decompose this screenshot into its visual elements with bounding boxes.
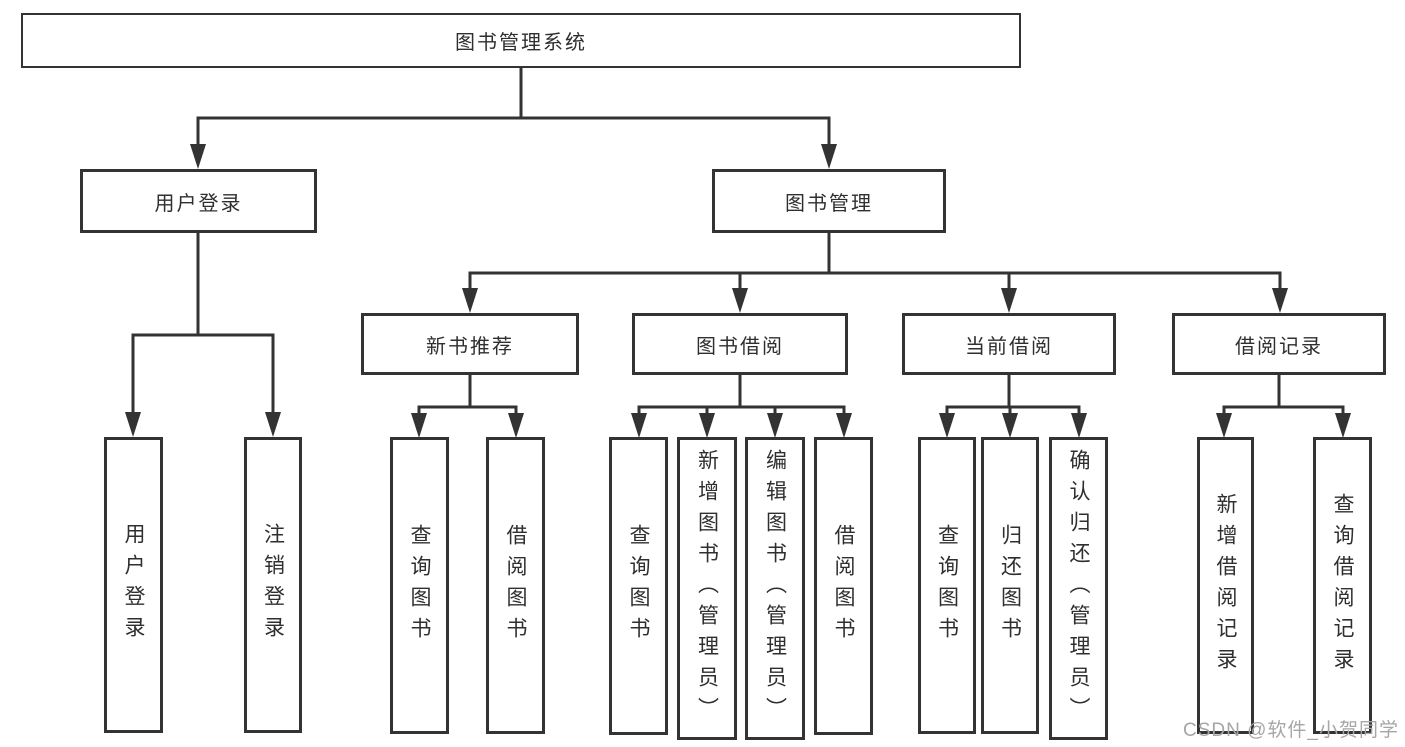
node-edit-books-admin: 编辑图书（管理员） (745, 437, 805, 740)
node-label: 用户登录 (122, 523, 145, 647)
node-label: 借阅图书 (504, 523, 527, 648)
node-logout: 注销登录 (244, 437, 302, 733)
node-query-borrow-record: 查询借阅记录 (1313, 437, 1372, 734)
watermark: CSDN @软件_小贺同学 (1183, 720, 1399, 741)
node-label: 图书借阅 (696, 335, 784, 358)
node-borrowing-records: 借阅记录 (1172, 313, 1386, 375)
node-label: 新书推荐 (426, 335, 514, 358)
node-library-management-system: 图书管理系统 (21, 13, 1021, 68)
node-user-login: 用户登录 (80, 169, 317, 233)
node-add-borrow-record: 新增借阅记录 (1197, 437, 1254, 734)
node-label: 查询图书 (408, 523, 431, 648)
node-label: 确认归还（管理员） (1067, 449, 1090, 728)
node-book-management: 图书管理 (712, 169, 946, 233)
node-return-books: 归还图书 (981, 437, 1039, 734)
node-label: 新增借阅记录 (1214, 492, 1237, 679)
node-add-books-admin: 新增图书（管理员） (677, 437, 737, 740)
node-label: 图书管理系统 (455, 32, 587, 54)
node-borrow-books-recommend: 借阅图书 (486, 437, 545, 734)
node-label: 当前借阅 (965, 335, 1053, 358)
node-borrow-books-leaf: 借阅图书 (814, 437, 873, 735)
node-new-book-recommendation: 新书推荐 (361, 313, 579, 375)
node-label: 借阅图书 (832, 524, 855, 648)
node-label: 查询图书 (627, 524, 650, 648)
node-confirm-return-admin: 确认归还（管理员） (1049, 437, 1108, 740)
node-book-borrowing: 图书借阅 (632, 313, 848, 375)
node-label: 新增图书（管理员） (695, 449, 719, 728)
node-label: 编辑图书（管理员） (763, 449, 787, 728)
node-query-books-borrow: 查询图书 (609, 437, 668, 735)
node-label: 归还图书 (998, 523, 1022, 648)
node-label: 借阅记录 (1235, 335, 1323, 358)
node-query-books-current: 查询图书 (918, 437, 976, 734)
node-current-borrowing: 当前借阅 (902, 313, 1116, 375)
node-query-books-recommend: 查询图书 (390, 437, 449, 734)
node-label: 查询借阅记录 (1331, 492, 1354, 679)
node-label: 注销登录 (261, 523, 285, 647)
node-user-login-leaf: 用户登录 (104, 437, 163, 733)
node-label: 查询图书 (935, 523, 959, 648)
node-label: 用户登录 (154, 192, 243, 215)
node-label: 图书管理 (785, 192, 873, 215)
